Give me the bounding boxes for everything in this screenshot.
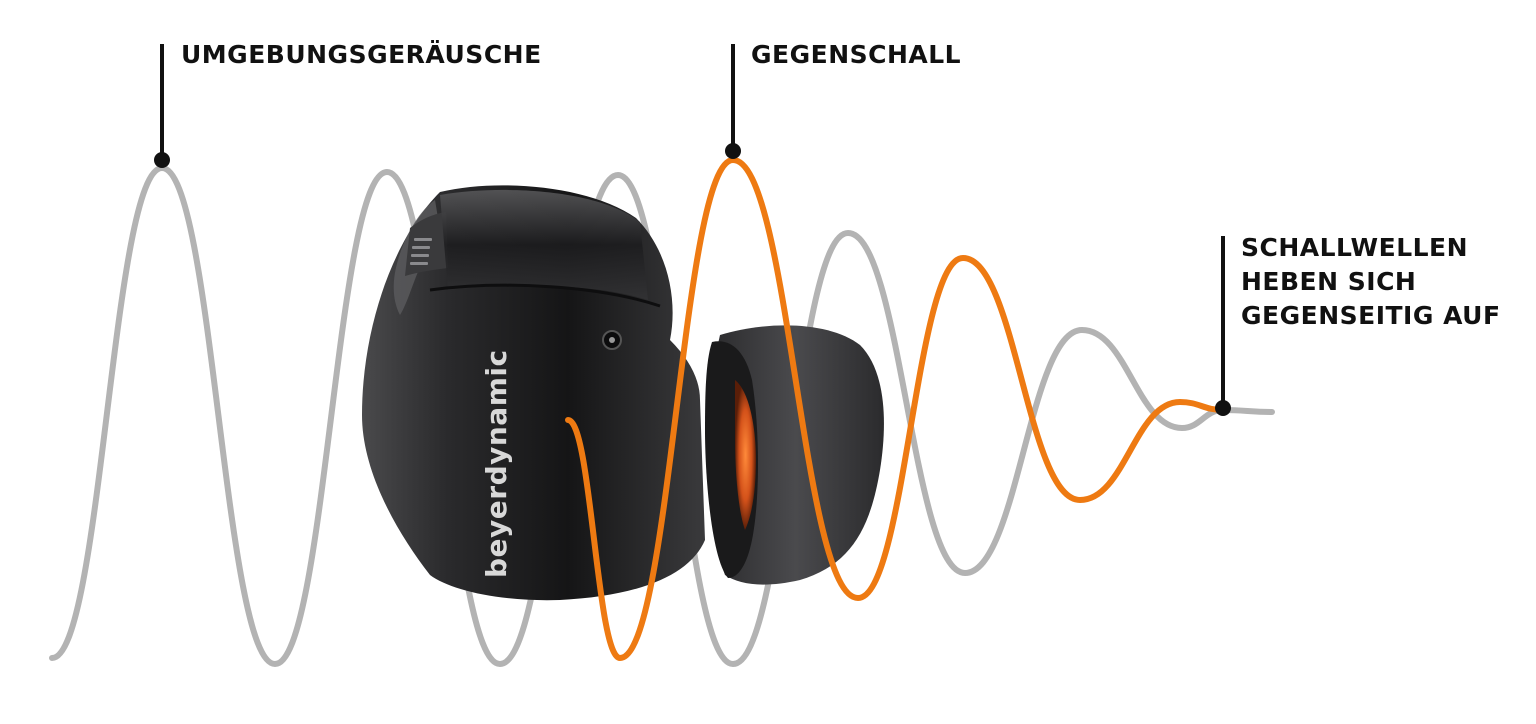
earbud-illustration: beyerdynamic	[362, 185, 884, 601]
anti-noise-label: GEGENSCHALL	[751, 40, 962, 69]
cancellation-callout	[1215, 236, 1231, 416]
cancellation-label: SCHALLWELLEN HEBEN SICH GEGENSEITIG AUF	[1241, 231, 1501, 333]
anti-noise-callout	[725, 44, 741, 159]
ear-tip	[705, 325, 884, 585]
microphone-grille	[410, 238, 432, 265]
cancellation-label-line-2: HEBEN SICH	[1241, 267, 1417, 296]
anti-noise-wave	[565, 157, 1226, 661]
cancellation-label-line-3: GEGENSEITIG AUF	[1241, 301, 1501, 330]
brand-logo: beyerdynamic	[480, 349, 513, 578]
ambient-noise-label: UMGEBUNGSGERÄUSCHE	[181, 40, 542, 69]
earbud-body	[362, 185, 705, 601]
ambient-noise-callout	[154, 44, 170, 168]
cancellation-label-line-1: SCHALLWELLEN	[1241, 233, 1469, 262]
